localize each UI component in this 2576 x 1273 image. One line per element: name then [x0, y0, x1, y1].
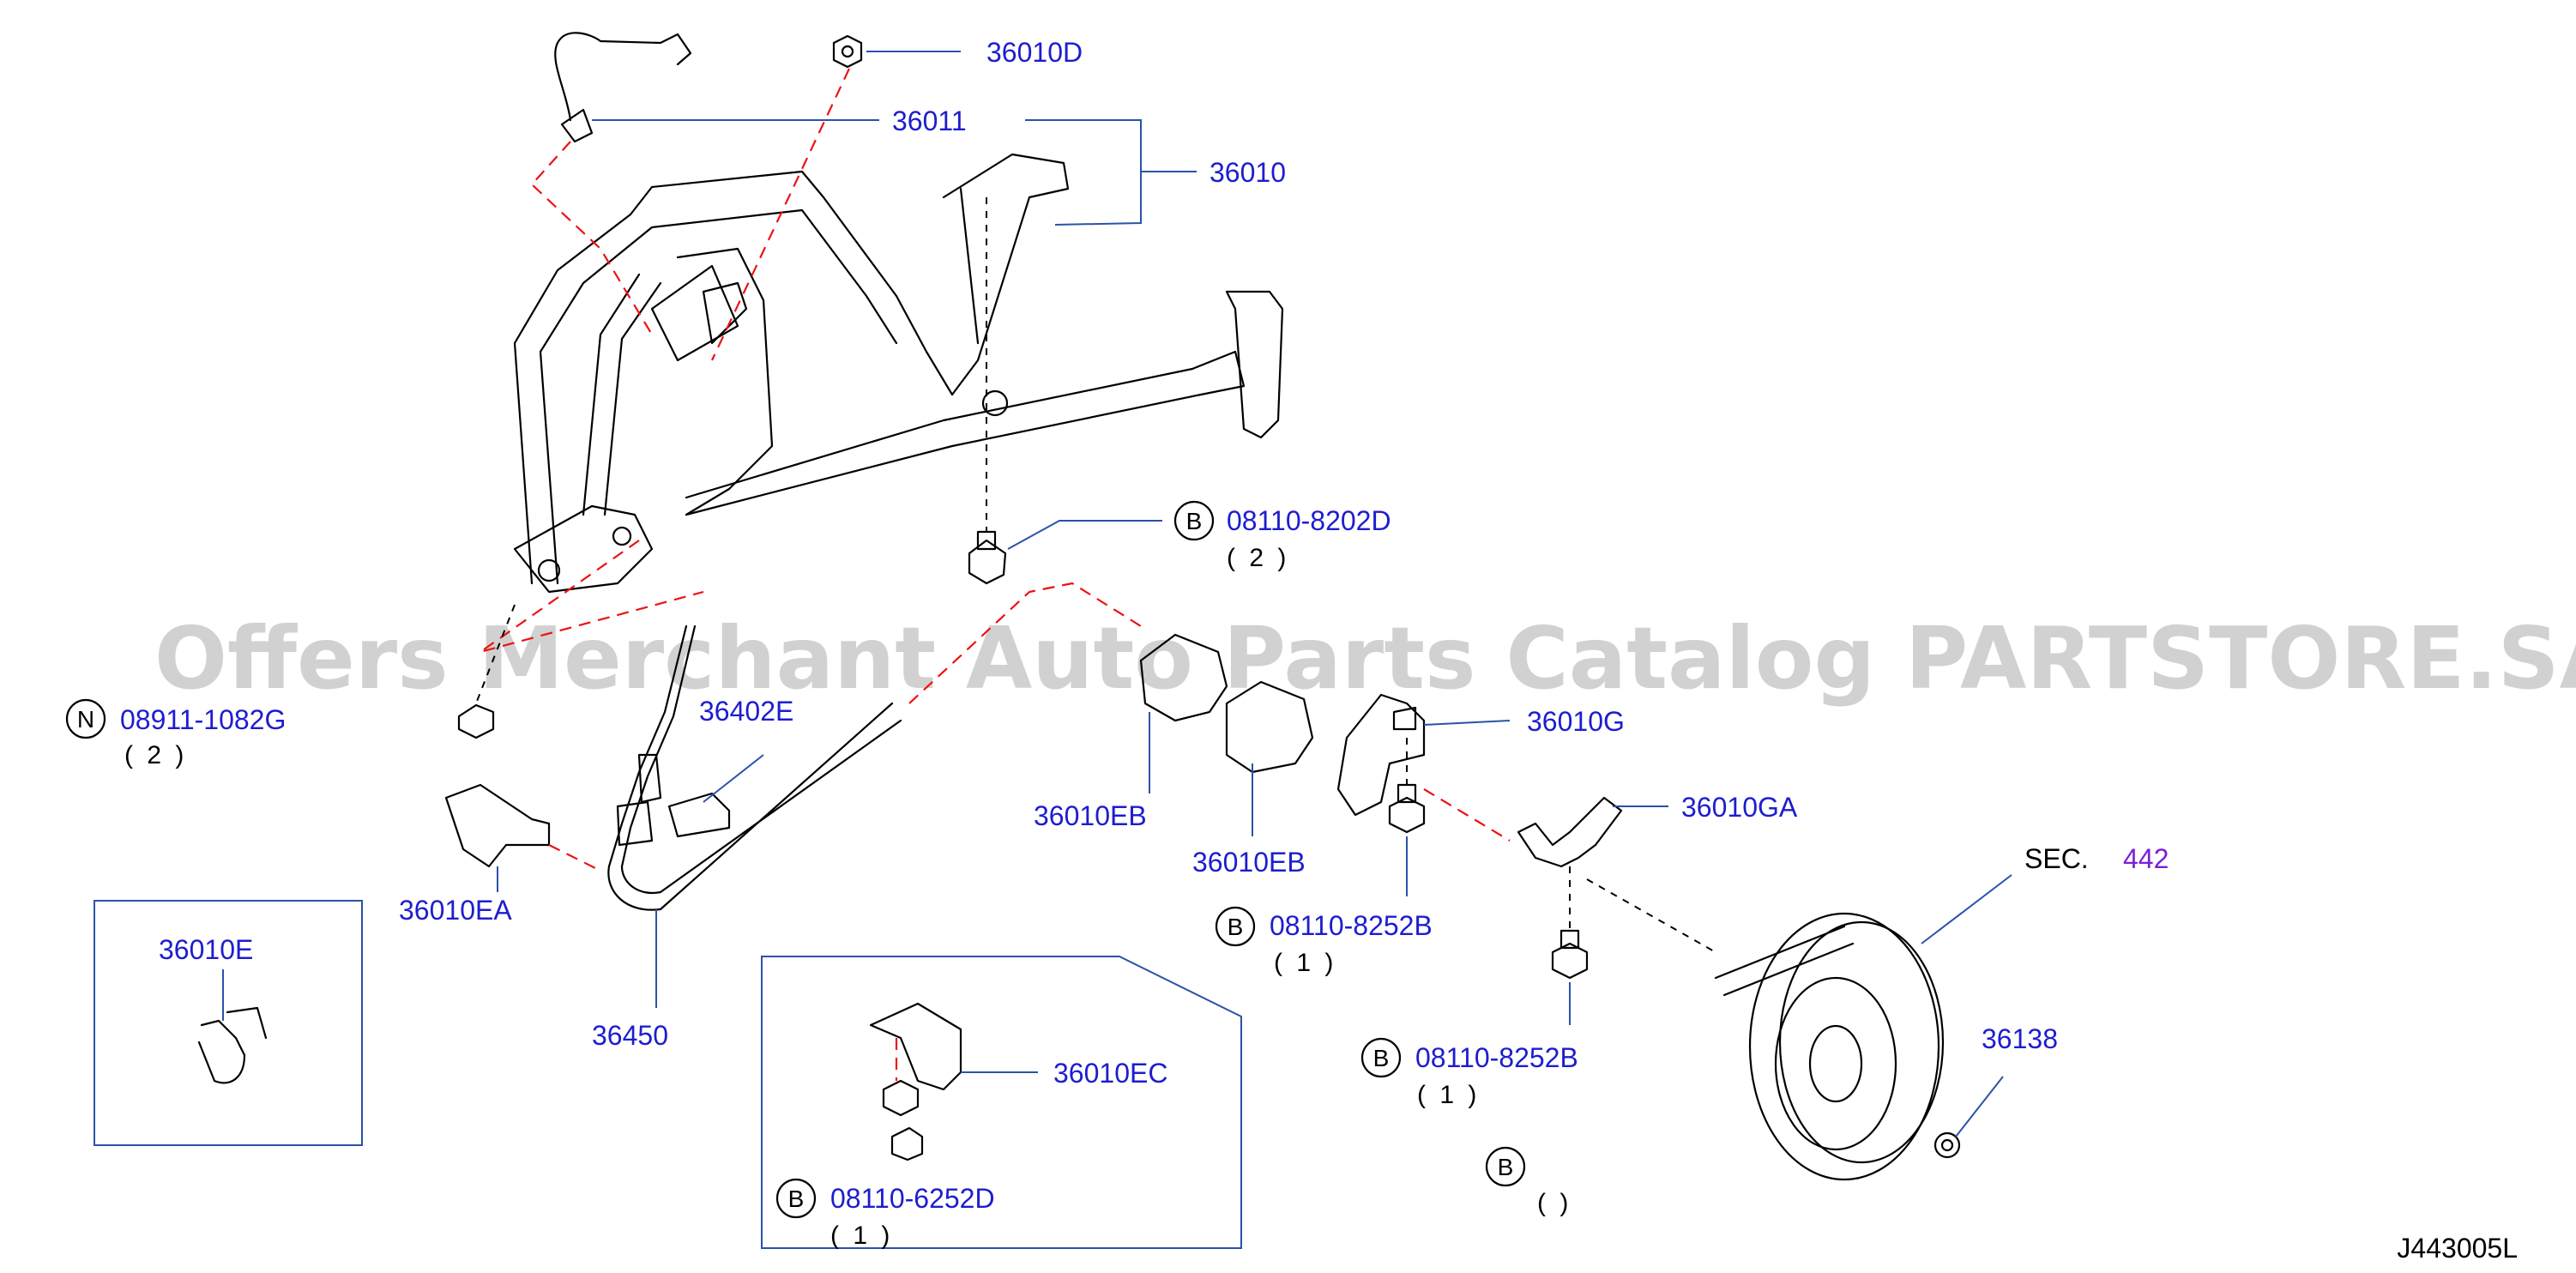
nut-08911-1082g[interactable] — [457, 703, 495, 739]
dash-nut-to-lever — [711, 68, 850, 361]
label-36010ec[interactable]: 36010EC — [1053, 1058, 1167, 1089]
clip-36138[interactable] — [1934, 1131, 1961, 1159]
prefix-letter-f2: N — [77, 706, 94, 733]
leader-08110-8202d — [1007, 520, 1162, 550]
detail-box-36010ec — [761, 956, 1242, 1249]
label-36010ga[interactable]: 36010GA — [1681, 792, 1798, 823]
clips-36010eb[interactable] — [1139, 633, 1314, 774]
dash-nut-lower — [475, 604, 516, 704]
qty-08110-8202d: ( 2 ) — [1227, 544, 1289, 572]
dash-clip-ea — [548, 844, 601, 872]
clip-36010ea[interactable] — [444, 783, 551, 868]
qty-08110-8252b-2: ( 1 ) — [1417, 1081, 1480, 1109]
prefix-letter-f6: B — [1498, 1154, 1514, 1180]
brake-lever-assembly[interactable] — [513, 153, 1284, 594]
dash-lever-to-cable — [480, 540, 704, 654]
prefix-letter-f1: B — [1186, 508, 1203, 534]
label-08911-1082g[interactable]: 08911-1082G — [120, 704, 286, 735]
qty-08911-1082g: ( 2 ) — [124, 741, 187, 769]
label-08110-6252d[interactable]: 08110-6252D — [830, 1183, 995, 1214]
label-36138[interactable]: 36138 — [1982, 1023, 2058, 1054]
label-36010eb-2[interactable]: 36010EB — [1192, 847, 1306, 878]
bracket-36010g[interactable] — [1336, 693, 1426, 817]
prefix-circle-f2 — [65, 698, 106, 739]
bracket-36010ga[interactable] — [1517, 796, 1623, 868]
bolt-08110-8202d[interactable] — [968, 530, 1007, 585]
label-08110-8252b-1[interactable]: 08110-8252B — [1270, 910, 1433, 941]
watermark-text: Offers Merchant Auto Parts Catalog PARTS… — [154, 608, 2576, 709]
label-36402e[interactable]: 36402E — [699, 696, 793, 727]
qty-08110-8252b-1: ( 1 ) — [1274, 949, 1336, 977]
brake-booster[interactable] — [1714, 912, 1945, 1181]
brake-cable-36450[interactable] — [607, 624, 902, 911]
label-36010g[interactable]: 36010G — [1527, 706, 1625, 737]
leader-36138 — [1955, 1076, 2004, 1137]
dash-booster — [1586, 878, 1716, 953]
dash-switch-to-lever — [530, 141, 653, 335]
label-36010d[interactable]: 36010D — [986, 37, 1083, 68]
prefix-circle-f6 — [1485, 1146, 1526, 1187]
parking-brake-switch[interactable] — [554, 32, 692, 143]
nut-36010d[interactable] — [832, 34, 863, 69]
label-36011[interactable]: 36011 — [892, 106, 967, 136]
label-08110-8252b-2[interactable]: 08110-8252B — [1415, 1042, 1578, 1073]
prefix-circle-f3 — [1215, 906, 1256, 947]
dash-cable-route — [908, 582, 1142, 704]
section-prefix: SEC. — [2024, 843, 2089, 874]
clip-36402e[interactable] — [667, 792, 731, 838]
diagram-code: J443005L — [2397, 1233, 2518, 1264]
qty-08110-6252d: ( 1 ) — [830, 1222, 893, 1250]
bolt-08110-8252b-lower[interactable] — [1551, 929, 1589, 980]
label-36010eb-1[interactable]: 36010EB — [1034, 800, 1147, 831]
dash-bracket-g — [1423, 788, 1511, 842]
prefix-letter-f5: B — [788, 1186, 805, 1212]
prefix-circle-f4 — [1360, 1037, 1402, 1078]
label-36450[interactable]: 36450 — [592, 1020, 668, 1051]
prefix-letter-f4: B — [1373, 1045, 1390, 1071]
prefix-letter-f3: B — [1228, 914, 1244, 940]
section-number-link[interactable]: 442 — [2123, 843, 2169, 874]
detail-box-36010e — [94, 900, 363, 1146]
label-08110-8202d[interactable]: 08110-8202D — [1227, 505, 1391, 536]
label-36010[interactable]: 36010 — [1210, 157, 1286, 188]
leader-36010 — [1025, 119, 1197, 226]
prefix-circle-f1 — [1173, 500, 1215, 541]
leader-sec-442 — [1921, 874, 2012, 944]
leader-36010g — [1423, 720, 1511, 726]
leader-36402e — [703, 754, 764, 803]
label-36010ea[interactable]: 36010EA — [399, 895, 512, 926]
qty-fastener-empty: ( ) — [1537, 1189, 1572, 1217]
prefix-circle-f5 — [775, 1178, 817, 1219]
label-36010e[interactable]: 36010E — [159, 934, 253, 965]
bolt-08110-8252b-upper[interactable] — [1388, 783, 1426, 834]
